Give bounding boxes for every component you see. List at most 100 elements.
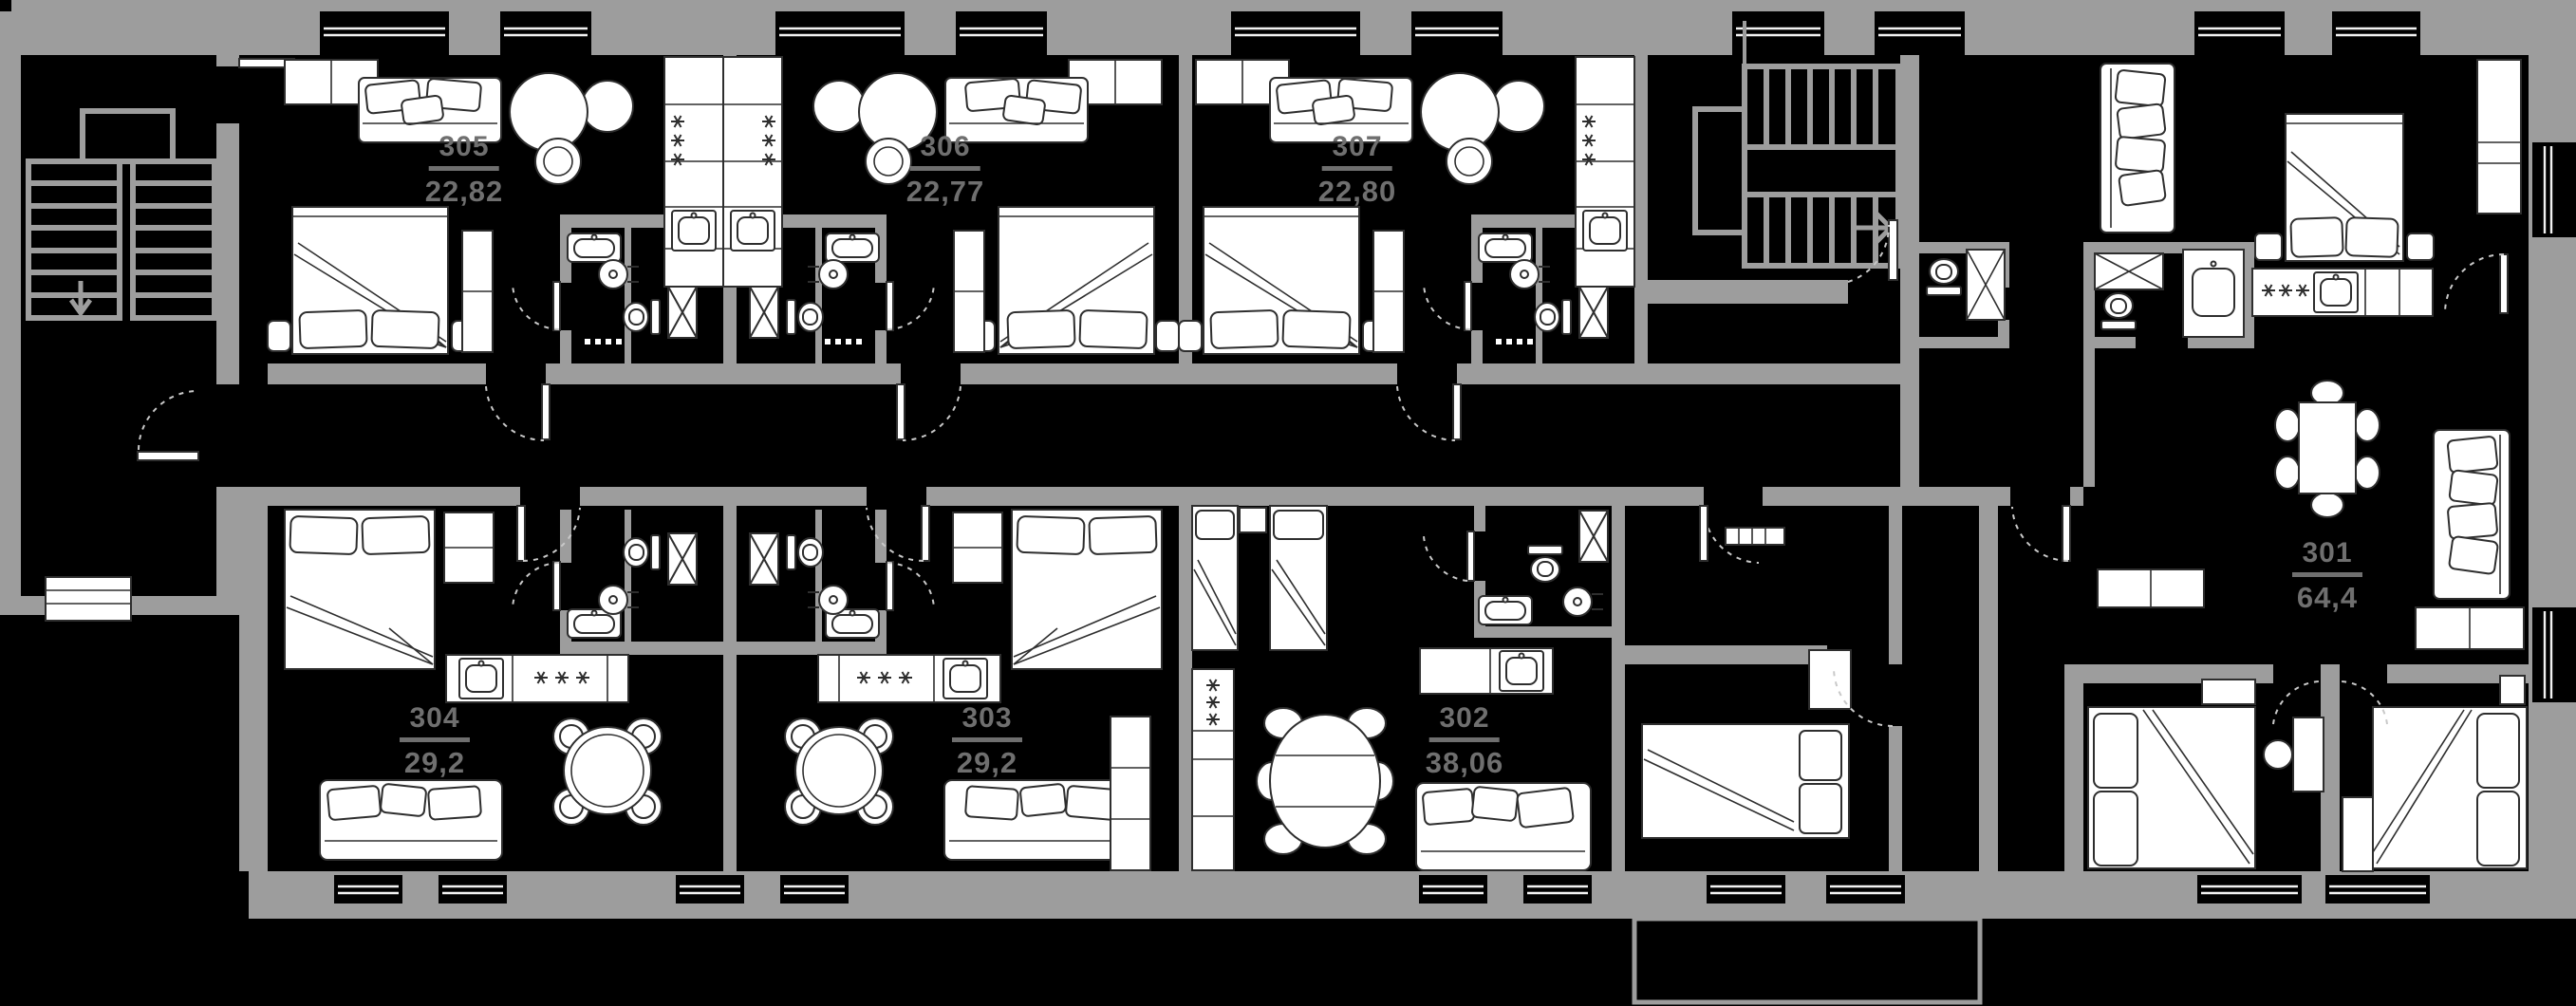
hall-cabinet (2097, 568, 2205, 608)
apartment-number: 307 (1332, 131, 1383, 162)
entry-door-leaf (1699, 505, 1708, 562)
window (1826, 875, 1905, 904)
stairs-down-arrow-icon (68, 281, 93, 318)
window (320, 11, 449, 55)
window (1875, 11, 1965, 55)
label-underline (1428, 737, 1500, 742)
apartment-number: 302 (1439, 702, 1490, 734)
label-underline (909, 166, 980, 171)
hall-door (2011, 505, 2071, 562)
bathroom-fixtures (2094, 249, 2245, 338)
doormat-grate (1725, 527, 1785, 546)
double-bed (2372, 706, 2528, 869)
window (956, 11, 1047, 55)
apartment-area: 22,82 (424, 175, 504, 208)
stair-landing (1692, 106, 1747, 235)
apartment-area: 22,77 (905, 175, 985, 208)
apartment-number: 301 (2302, 537, 2353, 568)
nightstand (2406, 233, 2435, 261)
bedroom-door-arc (1833, 668, 1894, 727)
kitchen-column (1191, 668, 1235, 871)
apartment-304-label: 304 29,2 (400, 704, 470, 777)
apartment-307-label: 307 22,80 (1317, 131, 1397, 208)
label-underline (2292, 572, 2362, 577)
window (1231, 11, 1360, 55)
bedroom-door-arc (2272, 680, 2320, 725)
stair-landing (80, 108, 176, 164)
apartment-301-furnishings (1926, 59, 2528, 872)
single-bed (1191, 505, 1239, 651)
apartment-number: 303 (961, 702, 1013, 734)
apartment-306-label: 306 22,77 (905, 133, 985, 208)
apartment-number: 304 (409, 702, 460, 734)
toilet (1527, 545, 1563, 583)
wardrobe (2476, 59, 2522, 214)
dining-table (2274, 380, 2380, 518)
toilet (1926, 258, 1962, 296)
kitchen-sink (2313, 271, 2359, 313)
nightstand (2499, 675, 2526, 705)
bathroom-sink-counter (2182, 249, 2245, 338)
window (1732, 11, 1824, 55)
bedroom-bed (1641, 723, 1850, 839)
window (2325, 875, 2430, 904)
entry-door-arc (1703, 507, 1760, 564)
dining-table-oval (1256, 707, 1394, 855)
window (2194, 11, 2285, 55)
kitchen-counter (2251, 268, 2434, 317)
apartment-area: 22,80 (1317, 175, 1397, 208)
apartment-302-furnishings (1191, 505, 1894, 871)
nightstand (2201, 679, 2256, 705)
apartment-305-label: 305 22,82 (424, 131, 504, 208)
kitchen-counter (1419, 647, 1554, 695)
label-underline (952, 737, 1022, 742)
window (780, 875, 849, 904)
shower-tray (1966, 249, 2006, 321)
window (1411, 11, 1503, 55)
wc-fixtures (1926, 249, 2006, 321)
cabinet (2415, 606, 2525, 650)
windows (320, 11, 2576, 904)
window (1707, 875, 1785, 904)
desk (2263, 717, 2324, 792)
window (1523, 875, 1592, 904)
stairwell-upper (1692, 21, 1901, 283)
window (2197, 875, 2302, 904)
apartment-area: 38,06 (1425, 746, 1504, 779)
apartment-area: 64,4 (2296, 581, 2359, 614)
bedroom-door-arc (2341, 680, 2388, 725)
entry-door (2444, 253, 2509, 314)
kitchen-sink (1499, 650, 1544, 692)
stair-hall-door (1847, 219, 1898, 283)
stairwell-door (137, 390, 199, 461)
toilet (2100, 292, 2137, 330)
single-bed (1269, 505, 1328, 651)
window (500, 11, 591, 55)
window (775, 11, 905, 55)
stairwell-left (26, 58, 295, 622)
apartment-303-label: 303 29,2 (952, 704, 1022, 777)
window (1419, 875, 1487, 904)
label-underline (428, 166, 499, 171)
sofa-vertical (2433, 429, 2511, 600)
washing-machine (1578, 510, 1609, 563)
balcony (1632, 916, 1983, 1005)
sofa-vertical (2100, 63, 2175, 233)
window (2532, 142, 2576, 237)
window (2332, 11, 2420, 55)
label-underline (400, 737, 470, 742)
closet (1808, 649, 1852, 710)
sofa (1415, 782, 1592, 871)
apartment-301-label: 301 64,4 (2292, 539, 2362, 612)
apartment-303-wardrobe (1110, 716, 1151, 871)
window (439, 875, 507, 904)
double-bed (2087, 706, 2256, 869)
nightstand (1239, 507, 1267, 533)
window (334, 875, 402, 904)
apartment-number: 305 (439, 131, 490, 162)
apartment-302-label: 302 38,06 (1425, 702, 1504, 779)
bathroom-sink (1478, 595, 1533, 625)
apartment-area: 29,2 (403, 746, 466, 779)
